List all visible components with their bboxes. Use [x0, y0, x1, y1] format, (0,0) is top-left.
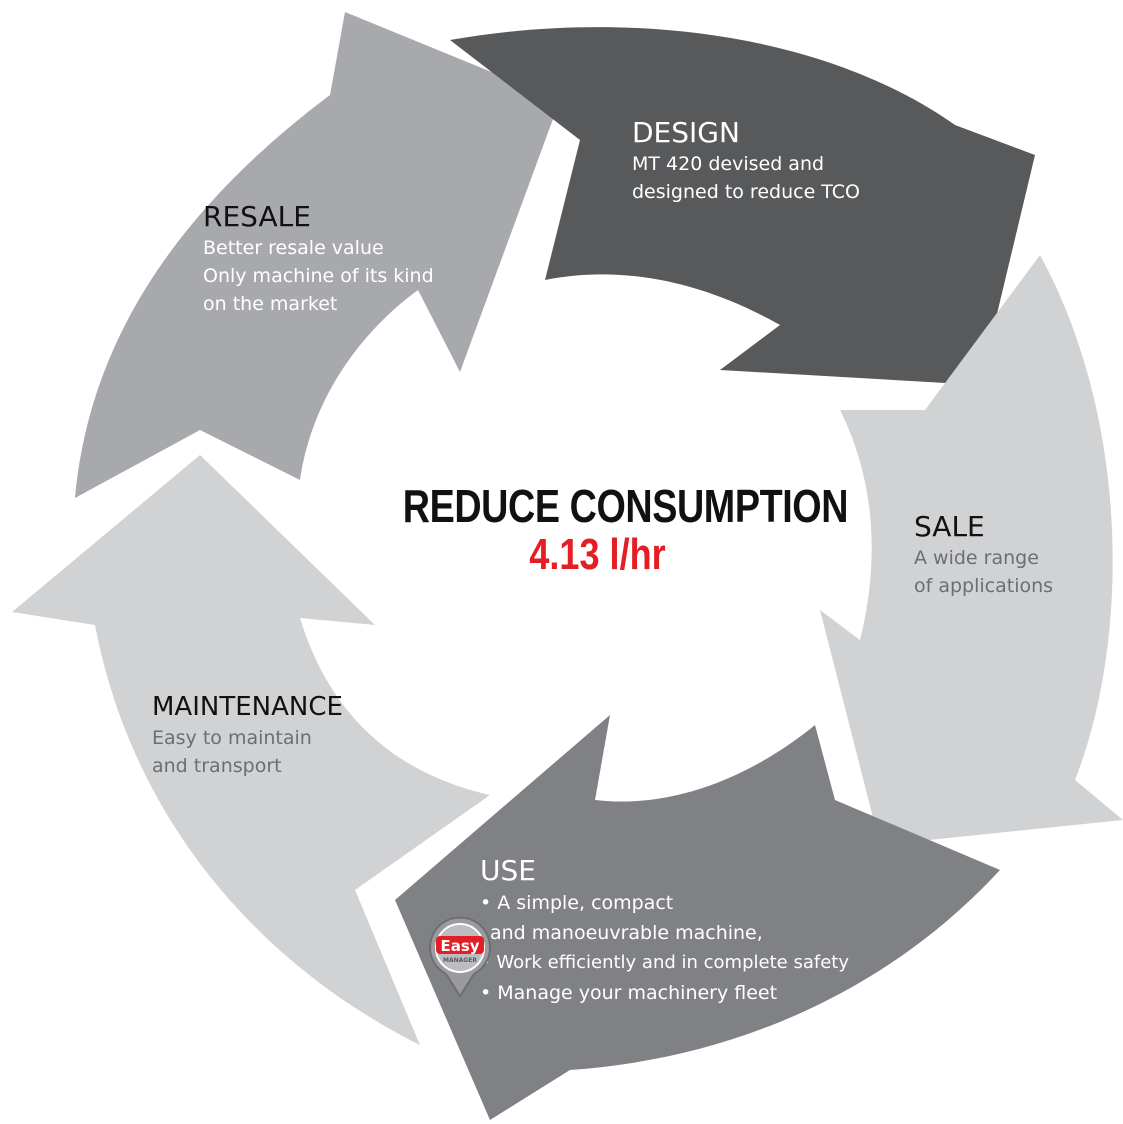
sale-arrow: [820, 255, 1123, 845]
stage-use-line: • Work efficiently and in complete safet…: [480, 952, 849, 973]
stage-sale-line: of applications: [914, 575, 1054, 597]
stage-use: USE • A simple, compact and manoeuvrable…: [480, 854, 849, 1008]
stage-resale-title: RESALE: [203, 200, 311, 233]
stage-design-line: designed to reduce TCO: [632, 181, 861, 203]
stage-design-line: MT 420 devised and: [632, 153, 825, 175]
stage-use-line: • A simple, compact: [480, 892, 674, 914]
stage-design: DESIGN MT 420 devised and designed to re…: [632, 116, 860, 206]
stage-design-title: DESIGN: [632, 116, 740, 149]
stage-resale-line: Only machine of its kind: [203, 265, 434, 287]
consumption-value: 4.13 l/hr: [529, 530, 666, 579]
stage-use-line: • Manage your machinery fleet: [480, 982, 778, 1004]
stage-maintenance-line: and transport: [152, 755, 282, 777]
stage-resale-line: Better resale value: [203, 237, 384, 259]
stage-resale: RESALE Better resale value Only machine …: [203, 200, 434, 318]
stage-maintenance-title: MAINTENANCE: [152, 692, 343, 722]
easy-manager-badge-icon: Easy MANAGER: [429, 916, 491, 998]
stage-sale-title: SALE: [914, 510, 985, 543]
stage-maintenance-line: Easy to maintain: [152, 727, 312, 749]
resale-arrow: [75, 12, 560, 498]
badge-line2: MANAGER: [443, 957, 477, 964]
center-headline: REDUCE CONSUMPTION: [402, 480, 849, 532]
use-arrow: [395, 715, 1000, 1120]
stage-sale-line: A wide range: [914, 547, 1039, 569]
stage-use-title: USE: [480, 854, 536, 887]
badge-line1: Easy: [440, 937, 479, 955]
stage-maintenance: MAINTENANCE Easy to maintain and transpo…: [152, 690, 343, 780]
maintenance-arrow: [12, 455, 490, 1045]
stage-resale-line: on the market: [203, 293, 338, 315]
center-label: REDUCE CONSUMPTION 4.13 l/hr: [360, 480, 849, 579]
design-arrow: [450, 27, 1035, 386]
stage-sale: SALE A wide range of applications: [914, 510, 1053, 600]
stage-use-line: and manoeuvrable machine,: [490, 922, 763, 944]
